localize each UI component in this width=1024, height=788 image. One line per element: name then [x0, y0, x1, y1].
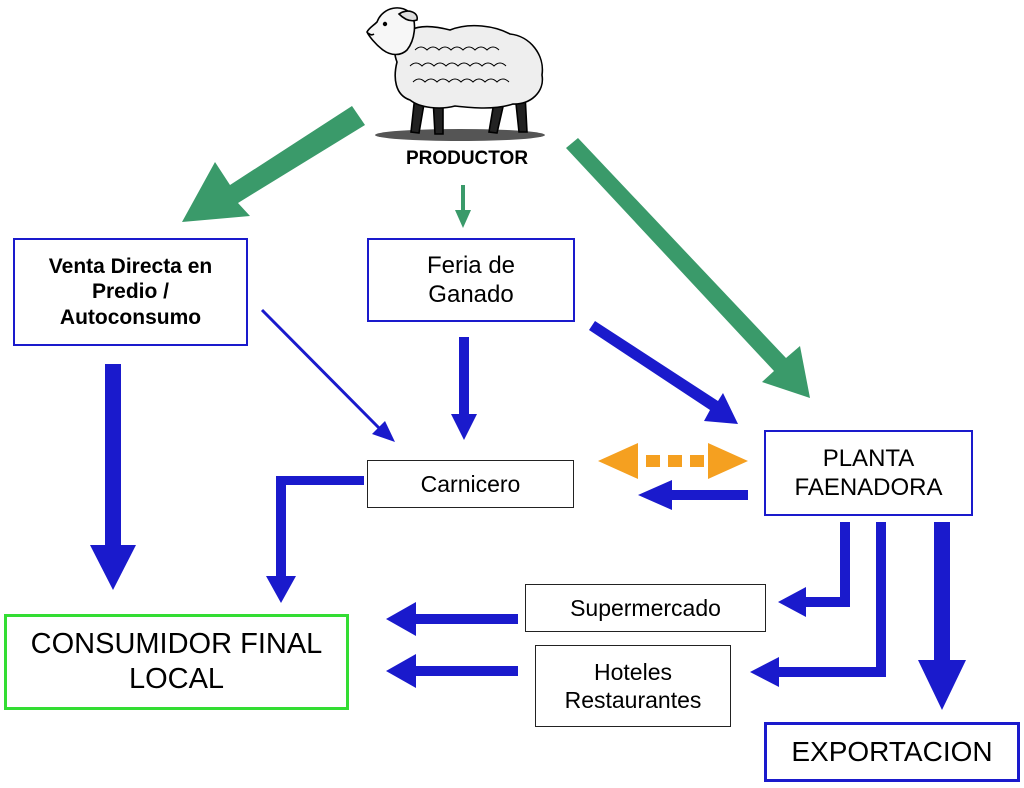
- node-carnicero: Carnicero: [367, 460, 574, 508]
- node-planta-faenadora: PLANTA FAENADORA: [764, 430, 973, 516]
- productor-label: PRODUCTOR: [405, 148, 529, 169]
- arrow-planta-to-supermercado: [778, 522, 850, 617]
- node-venta-directa-line-3: Autoconsumo: [59, 305, 202, 329]
- arrow-venta-to-carnicero: [260, 308, 382, 431]
- node-exportacion-label: EXPORTACION: [791, 735, 993, 767]
- arrow-productor-to-feria: [455, 185, 471, 228]
- arrowhead-venta-carnicero: [372, 421, 395, 442]
- arrow-carnicero-to-consumidor: [266, 476, 364, 603]
- arrow-supermercado-to-consumidor: [386, 602, 518, 636]
- node-exportacion: EXPORTACION: [764, 722, 1020, 782]
- node-planta-line-1: PLANTA: [822, 444, 915, 472]
- node-hoteles-restaurantes: Hoteles Restaurantes: [535, 645, 731, 727]
- node-supermercado: Supermercado: [525, 584, 766, 632]
- arrow-planta-to-carnicero: [638, 480, 748, 510]
- node-feria-line-2: Ganado: [428, 281, 514, 308]
- node-consumidor-final: CONSUMIDOR FINAL LOCAL: [4, 614, 349, 710]
- node-consumidor-line-2: LOCAL: [128, 663, 225, 695]
- node-hoteles-line-1: Hoteles: [594, 658, 672, 685]
- sheep-icon: [366, 7, 545, 141]
- node-supermercado-label: Supermercado: [570, 594, 721, 621]
- node-consumidor-line-1: CONSUMIDOR FINAL: [30, 627, 323, 660]
- arrow-bidirectional-carnicero-planta: [598, 443, 748, 479]
- arrow-feria-to-carnicero: [451, 337, 477, 440]
- node-venta-directa-line-2: Predio /: [91, 280, 170, 304]
- arrow-hoteles-to-consumidor: [386, 654, 518, 688]
- node-carnicero-label: Carnicero: [420, 470, 521, 497]
- arrow-feria-to-planta: [589, 321, 738, 424]
- node-venta-directa-line-1: Venta Directa en: [48, 254, 213, 278]
- node-planta-line-2: FAENADORA: [794, 474, 943, 501]
- node-hoteles-line-2: Restaurantes: [564, 687, 702, 713]
- node-feria-ganado: Feria de Ganado: [367, 238, 575, 322]
- arrow-planta-to-hoteles: [750, 522, 886, 687]
- arrow-productor-to-venta: [182, 106, 365, 222]
- arrow-venta-to-consumidor: [90, 364, 136, 590]
- arrow-planta-to-exportacion: [918, 522, 966, 710]
- node-venta-directa: Venta Directa en Predio / Autoconsumo: [13, 238, 248, 346]
- node-feria-line-1: Feria de: [426, 251, 516, 279]
- arrow-productor-to-planta: [566, 138, 810, 398]
